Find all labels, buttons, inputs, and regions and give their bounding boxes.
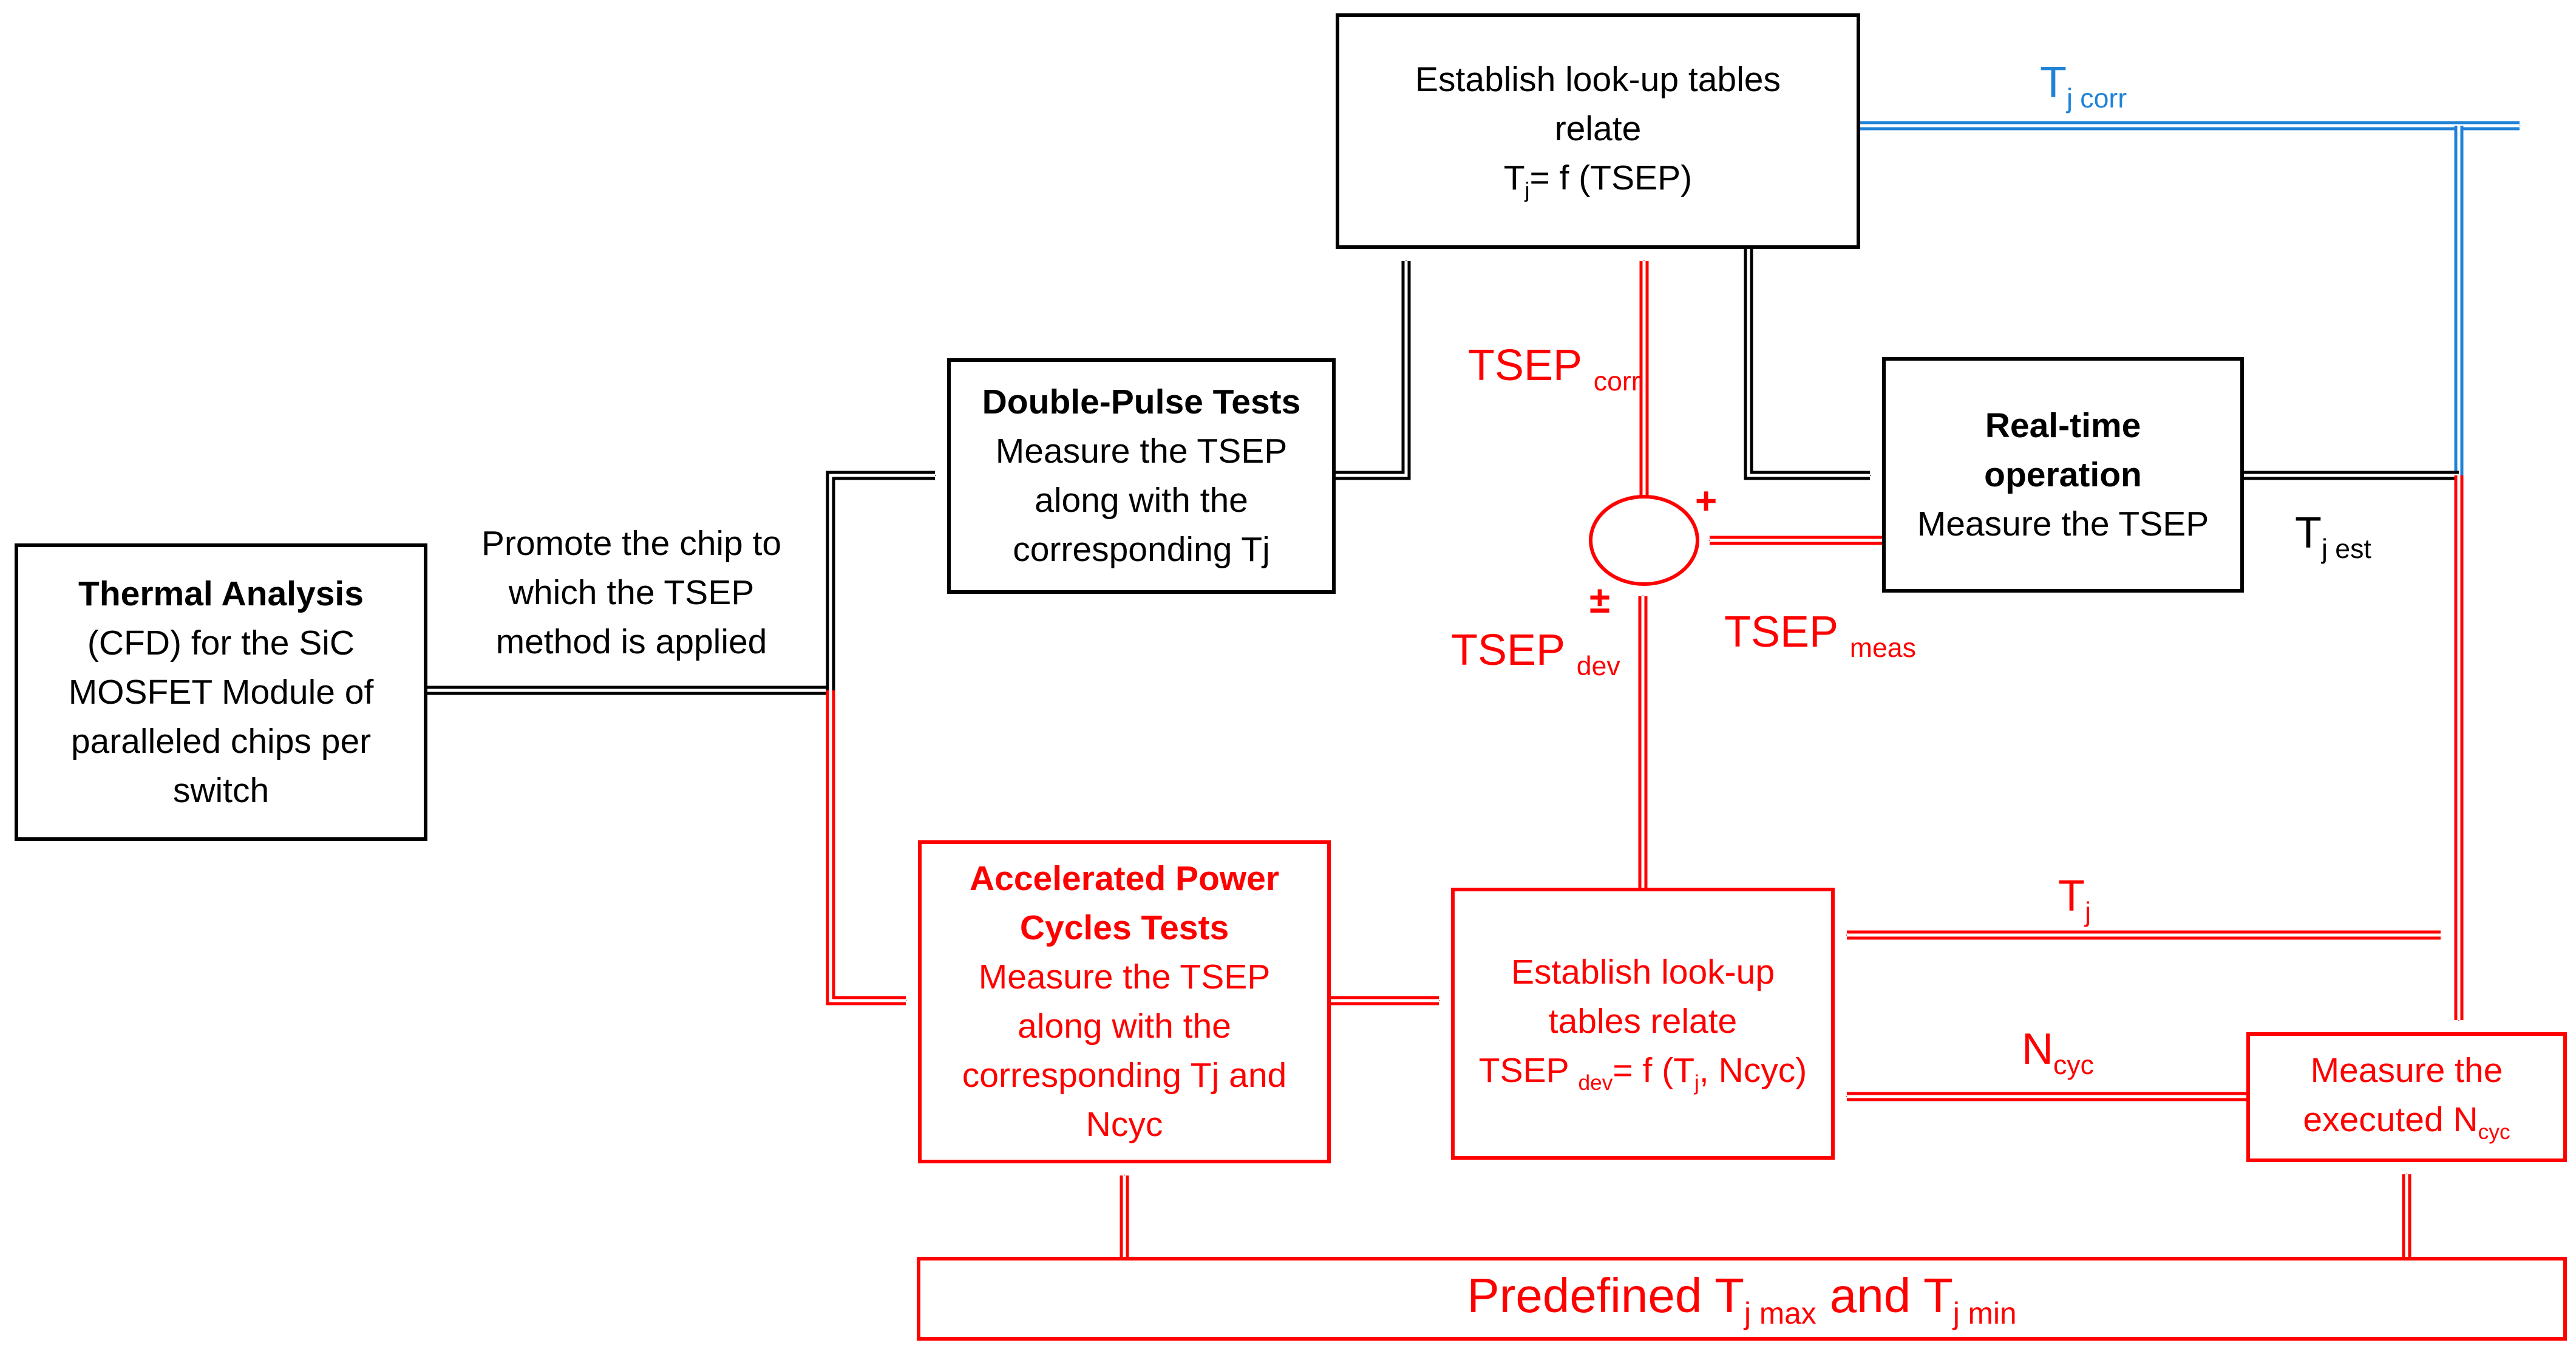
apc-line-2: along with the [1018, 1007, 1231, 1046]
accelerated-power-cycles-box: Accelerated Power Cycles Tests Measure t… [918, 840, 1331, 1163]
double-pulse-line-1: Measure the TSEP [995, 432, 1288, 471]
tsep-corr-label: TSEP corr [1468, 341, 1640, 396]
establish-bottom-line-1: Establish look-up [1511, 953, 1775, 992]
tj-corr-label: Tj corr [2040, 58, 2127, 114]
connector-to-double-pulse [826, 471, 936, 690]
apc-line-1: Measure the TSEP [978, 958, 1271, 996]
apc-line-4: Ncyc [1086, 1105, 1163, 1144]
apc-title-1: Accelerated Power [969, 859, 1280, 898]
predefined-box: Predefined Tj max and Tj min [917, 1257, 2567, 1341]
thermal-analysis-title: Thermal Analysis [78, 574, 364, 613]
tj-label: Tj [2058, 872, 2091, 927]
connector-lookup-to-realtime [1744, 249, 1871, 480]
tsep-dev-label: TSEP dev [1451, 626, 1620, 681]
establish-top-formula: Tj= f (TSEP) [1503, 158, 1693, 203]
realtime-operation-box: Real-time operation Measure the TSEP [1882, 357, 2244, 593]
establish-bottom-formula: TSEP dev= f (Tj, Ncyc) [1478, 1051, 1807, 1095]
plus-sign: + [1695, 480, 1718, 522]
promote-line-1: Promote the chip to [481, 524, 782, 563]
plusminus-sign: ± [1589, 579, 1611, 621]
double-pulse-title: Double-Pulse Tests [982, 383, 1301, 421]
measure-executed-line-1: Measure the [2310, 1050, 2503, 1090]
promote-line-3: method is applied [495, 622, 767, 661]
thermal-line-1: (CFD) for the SiC [87, 623, 355, 662]
establish-bottom-line-2: tables relate [1548, 1002, 1738, 1041]
predefined-text: Predefined Tj max and Tj min [1467, 1268, 2017, 1330]
realtime-line: Measure the TSEP [1917, 504, 2209, 543]
measure-executed-line-2: executed Ncyc [2303, 1100, 2510, 1144]
double-pulse-box: Double-Pulse Tests Measure the TSEP alon… [947, 358, 1336, 594]
establish-top-line-2: relate [1554, 109, 1642, 148]
tsep-meas-label: TSEP meas [1724, 608, 1916, 663]
thermal-analysis-box: Thermal Analysis (CFD) for the SiC MOSFE… [15, 543, 427, 841]
tj-est-label: Tj est [2295, 509, 2371, 564]
establish-lookup-bottom-box: Establish look-up tables relate TSEP dev… [1451, 888, 1835, 1160]
ncyc-label: Ncyc [2022, 1025, 2094, 1080]
thermal-line-2: MOSFET Module of [68, 672, 374, 712]
realtime-title-2: operation [1984, 455, 2142, 494]
promote-label: Promote the chip to which the TSEP metho… [437, 519, 826, 667]
connector-double-pulse-to-lookup [1336, 260, 1411, 480]
double-pulse-line-3: corresponding Tj [1013, 530, 1270, 569]
establish-lookup-top-box: Establish look-up tables relate Tj= f (T… [1336, 13, 1860, 249]
establish-top-line-1: Establish look-up tables [1415, 60, 1781, 99]
thermal-line-4: switch [172, 771, 270, 810]
apc-line-3: corresponding Tj and [962, 1056, 1287, 1095]
double-pulse-line-2: along with the [1035, 481, 1248, 520]
promote-line-2: which the TSEP [508, 573, 755, 612]
measure-executed-box: Measure the executed Ncyc [2246, 1032, 2567, 1162]
connector-to-accelerated-tests [826, 690, 907, 1005]
thermal-line-3: paralleled chips per [70, 721, 372, 761]
realtime-title-1: Real-time [1985, 406, 2141, 445]
apc-title-2: Cycles Tests [1019, 908, 1229, 947]
